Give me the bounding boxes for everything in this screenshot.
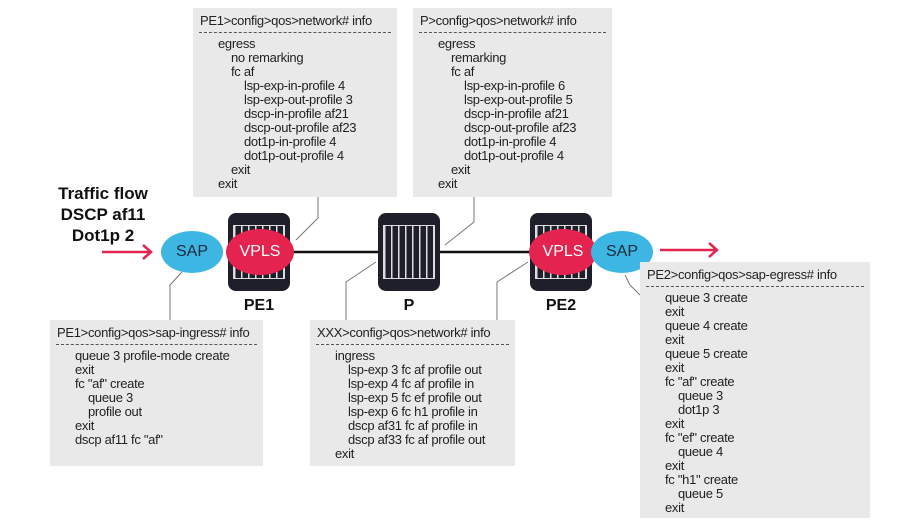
config-line: fc af (451, 64, 475, 79)
config-line: exit (451, 162, 471, 177)
box-title: PE1>config>qos>network# info (200, 13, 372, 28)
pe1-sap-ingress-config-box: PE1>config>qos>sap-ingress# info queue 3 … (50, 320, 263, 466)
dashed-divider (419, 32, 606, 33)
config-line: exit (335, 446, 355, 461)
dashed-divider (316, 344, 509, 345)
config-line: queue 3 profile-mode create (75, 348, 230, 363)
config-line: fc "ef" create (665, 430, 735, 445)
config-line: fc "af" create (75, 376, 145, 391)
config-line: exit (665, 332, 685, 347)
dscp-line: DSCP af11 (60, 205, 146, 224)
config-line: dscp af11 fc "af" (75, 432, 163, 447)
config-line: exit (438, 176, 458, 191)
box-title: PE1>config>qos>sap-ingress# info (57, 325, 250, 340)
config-line: fc af (231, 64, 255, 79)
egress-arrow (660, 242, 719, 258)
config-line: dot1p 3 (678, 402, 720, 417)
config-line: exit (665, 458, 685, 473)
config-line: lsp-exp-in-profile 6 (464, 78, 565, 93)
config-line: exit (231, 162, 251, 177)
config-line: queue 4 (678, 444, 723, 459)
pe1-label: PE1 (243, 297, 275, 314)
leader-pe1-sap (169, 271, 183, 320)
box-title: PE2>config>qos>sap-egress# info (647, 267, 837, 282)
traffic-flow-label: Traffic flow DSCP af11 Dot1p 2 (48, 183, 158, 246)
config-line: remarking (451, 50, 507, 65)
config-line: lsp-exp-in-profile 4 (244, 78, 345, 93)
router-p (378, 213, 440, 291)
vpls-pe2: VPLS (529, 229, 597, 275)
config-line: exit (75, 362, 95, 377)
config-line: lsp-exp 3 fc af profile out (348, 362, 482, 377)
config-line: dscp-in-profile af21 (244, 106, 349, 121)
leader-pe2-sap (624, 274, 641, 296)
config-line: exit (665, 304, 685, 319)
config-line: queue 5 (678, 486, 723, 501)
config-line: lsp-exp-out-profile 5 (464, 92, 573, 107)
dashed-divider (56, 344, 257, 345)
config-line: queue 3 create (665, 290, 748, 305)
config-line: exit (218, 176, 238, 191)
config-line: lsp-exp 5 fc ef profile out (348, 390, 482, 405)
config-line: fc "af" create (665, 374, 735, 389)
dashed-divider (199, 32, 391, 33)
config-line: queue 3 (678, 388, 723, 403)
config-line: exit (665, 416, 685, 431)
config-line: lsp-exp 4 fc af profile in (348, 376, 474, 391)
config-line: dscp-out-profile af23 (244, 120, 357, 135)
config-line: dot1p-out-profile 4 (244, 148, 344, 163)
config-line: dot1p-out-profile 4 (464, 148, 564, 163)
leader-p-network (444, 197, 475, 246)
config-line: egress (438, 36, 476, 51)
config-line: ingress (335, 348, 375, 363)
config-line: dot1p-in-profile 4 (244, 134, 337, 149)
config-line: exit (75, 418, 95, 433)
config-line: dot1p-in-profile 4 (464, 134, 557, 149)
sap-ingress: SAP (161, 231, 223, 273)
p-label: P (403, 297, 415, 314)
config-line: egress (218, 36, 256, 51)
box-title: XXX>config>qos>network# info (317, 325, 491, 340)
config-line: exit (665, 360, 685, 375)
config-line: lsp-exp-out-profile 3 (244, 92, 353, 107)
config-line: profile out (88, 404, 142, 419)
config-line: queue 4 create (665, 318, 748, 333)
vpls-pe1: VPLS (226, 229, 294, 275)
config-line: exit (665, 500, 685, 515)
config-line: no remarking (231, 50, 304, 65)
config-line: dscp af31 fc af profile in (348, 418, 478, 433)
traffic-flow-line: Traffic flow (58, 184, 148, 203)
config-line: queue 5 create (665, 346, 748, 361)
leader-xxx-p (345, 261, 377, 320)
pe2-label: PE2 (545, 297, 577, 314)
config-line: lsp-exp 6 fc h1 profile in (348, 404, 478, 419)
config-line: dscp-in-profile af21 (464, 106, 569, 121)
box-title: P>config>qos>network# info (420, 13, 577, 28)
dashed-divider (646, 286, 864, 287)
leader-pe1-network (295, 197, 319, 241)
config-line: dscp-out-profile af23 (464, 120, 577, 135)
pe2-sap-egress-config-box: PE2>config>qos>sap-egress# info queue 3 c… (640, 262, 870, 518)
dot1p-line: Dot1p 2 (71, 226, 135, 245)
leader-xxx-pe2 (496, 261, 529, 320)
config-line: queue 3 (88, 390, 133, 405)
config-line: fc "h1" create (665, 472, 738, 487)
config-line: dscp af33 fc af profile out (348, 432, 486, 447)
ingress-arrow (102, 244, 153, 260)
